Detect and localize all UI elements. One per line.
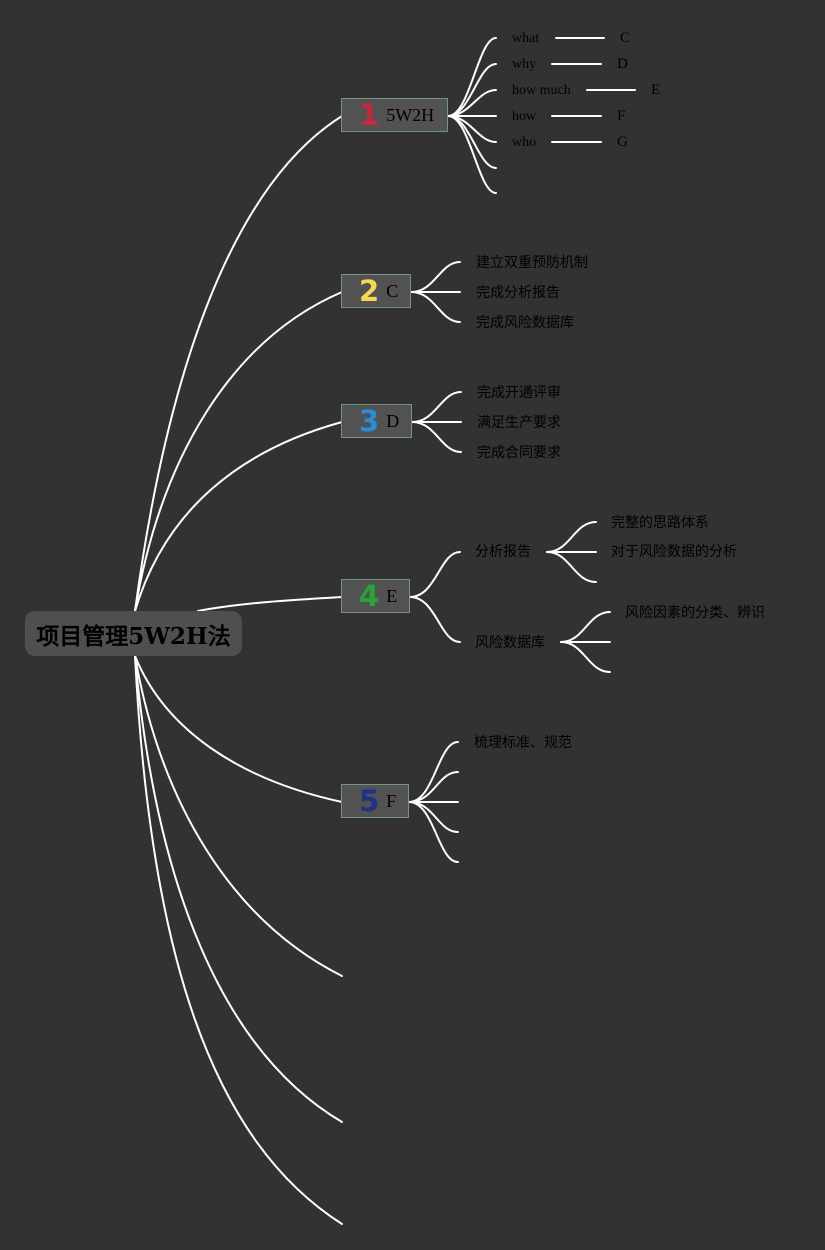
topic-5-node[interactable]: 5 F xyxy=(341,784,409,818)
e-subitem[interactable]: 对于风险数据的分析 xyxy=(611,544,737,560)
topic-number: 1 xyxy=(359,97,380,132)
connector-root-2 xyxy=(134,291,343,612)
w2h-letter-who[interactable]: G xyxy=(617,134,628,150)
w2h-letter-what[interactable]: C xyxy=(620,30,631,46)
connector-root-3 xyxy=(134,421,343,612)
e-subitem[interactable]: 风险因素的分类、辨识 xyxy=(625,605,765,621)
topic-label: F xyxy=(386,790,397,811)
c-item[interactable]: 完成分析报告 xyxy=(476,285,560,301)
e-subitem[interactable]: 完整的思路体系 xyxy=(611,515,709,531)
w2h-term-why[interactable]: why xyxy=(512,57,537,72)
w2h-term-who[interactable]: who xyxy=(512,135,537,150)
connector-root-empty-2 xyxy=(134,655,343,1123)
e-item-risk-database[interactable]: 风险数据库 xyxy=(475,635,545,651)
c-item[interactable]: 完成风险数据库 xyxy=(476,315,574,331)
topic-1-node[interactable]: 1 5W2H xyxy=(341,98,448,132)
w2h-term-how[interactable]: how xyxy=(512,109,537,124)
d-item[interactable]: 完成合同要求 xyxy=(477,445,561,461)
w2h-term-how-much[interactable]: how much xyxy=(512,83,571,98)
topic-number: 2 xyxy=(359,273,380,308)
connector-root-empty-1 xyxy=(134,655,343,977)
connector-root-5 xyxy=(134,655,343,803)
topic-4-node[interactable]: 4 E xyxy=(341,579,410,613)
topic-number: 4 xyxy=(359,578,380,613)
topic-label: C xyxy=(386,280,399,301)
f-item[interactable]: 梳理标准、规范 xyxy=(474,735,572,751)
w2h-letter-why[interactable]: D xyxy=(617,56,628,72)
d-item[interactable]: 满足生产要求 xyxy=(477,415,561,431)
topic-label: D xyxy=(386,410,400,431)
w2h-term-what[interactable]: what xyxy=(512,31,540,46)
d-item[interactable]: 完成开通评审 xyxy=(477,385,561,401)
topic-label: E xyxy=(386,585,398,606)
w2h-letter-how-much[interactable]: E xyxy=(651,82,661,98)
topic-3-node[interactable]: 3 D xyxy=(341,404,412,438)
root-title: 项目管理5W2H法 xyxy=(36,622,231,650)
connector-root-1 xyxy=(134,115,343,612)
w2h-letter-how[interactable]: F xyxy=(617,108,626,124)
topic-number: 3 xyxy=(359,403,380,438)
e-item-analysis-report[interactable]: 分析报告 xyxy=(475,544,531,560)
c-item[interactable]: 建立双重预防机制 xyxy=(476,255,588,271)
connector-root-4 xyxy=(197,596,343,612)
topic-label: 5W2H xyxy=(386,104,435,125)
topic-2-node[interactable]: 2 C xyxy=(341,274,411,308)
topic-number: 5 xyxy=(359,783,380,818)
connector-root-empty-3 xyxy=(134,655,343,1225)
root-topic[interactable]: 项目管理5W2H法 xyxy=(25,611,242,656)
